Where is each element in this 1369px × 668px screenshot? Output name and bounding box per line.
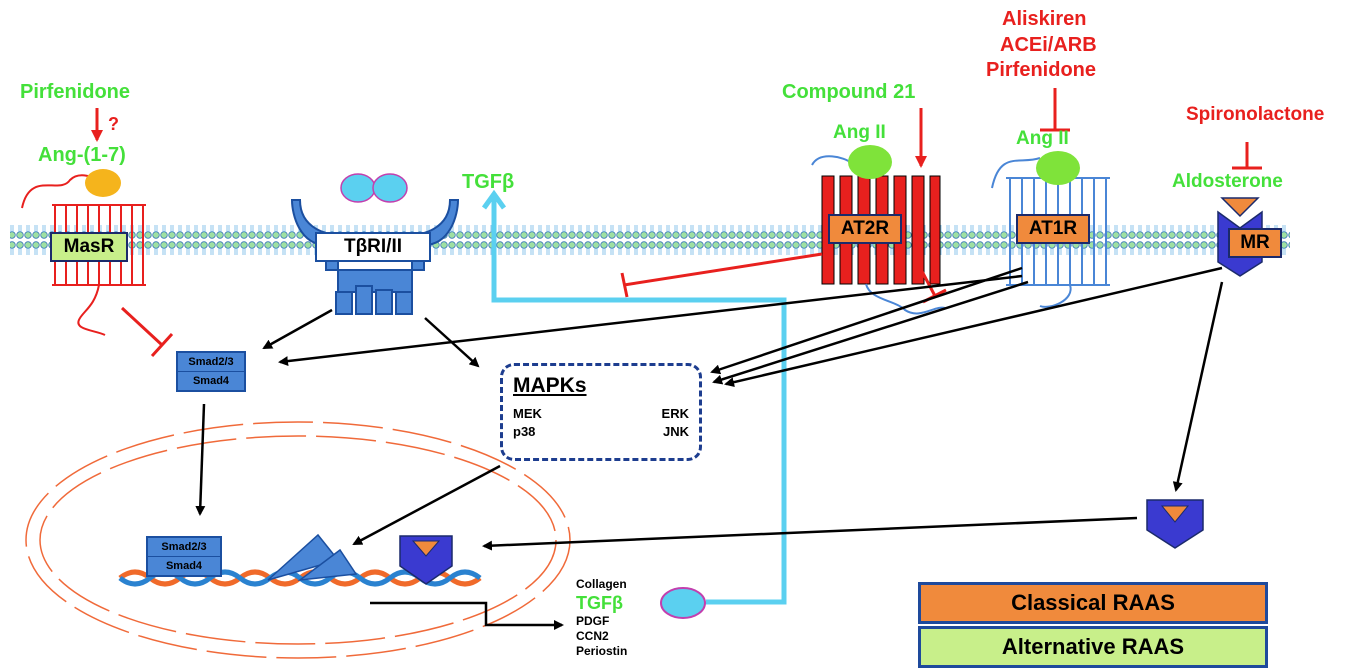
drug-pirfenidone-right: Pirfenidone (986, 60, 1096, 81)
angII-ligand-at1r (1036, 151, 1080, 185)
receptor-at1r-label: AT1R (1016, 214, 1090, 244)
receptor-mr-label: MR (1228, 228, 1282, 258)
gene-collagen: Collagen (576, 577, 627, 592)
legend-classical-raas: Classical RAAS (918, 582, 1268, 624)
ligand-aldosterone: Aldosterone (1172, 172, 1283, 192)
mapk-erk: ERK (662, 406, 689, 421)
smad23-label: Smad2/3 (178, 353, 244, 372)
masr-inhibits-smad (122, 308, 162, 345)
cell-membrane (10, 225, 1290, 255)
mr-translocated (1147, 500, 1203, 548)
ligand-ang17: Ang-(1-7) (38, 145, 126, 166)
ligand-angII-at1r: Ang II (1016, 129, 1069, 149)
smad23-nucleus-label: Smad2/3 (148, 538, 220, 557)
gene-periostin: Periostin (576, 644, 627, 659)
mapks-title: MAPKs (513, 374, 587, 398)
question-mark: ? (108, 115, 119, 134)
mapk-mek: MEK (513, 406, 542, 421)
drug-aliskiren: Aliskiren (1002, 9, 1086, 30)
at2r-inhibits-tgfb (624, 254, 822, 285)
mapk-jnk: JNK (663, 424, 689, 439)
legend-alternative-raas: Alternative RAAS (918, 626, 1268, 668)
angII-ligand-at2r (848, 145, 892, 179)
gene-ccn2: CCN2 (576, 629, 627, 644)
ligand-tgfb: TGFβ (462, 172, 514, 193)
transcription-factor (268, 535, 356, 580)
gene-tgfb: TGFβ (576, 592, 627, 614)
ligand-angII-at2r: Ang II (833, 123, 886, 143)
nucleus (26, 422, 570, 658)
drug-pirfenidone-left: Pirfenidone (20, 82, 130, 103)
smad-complex-cytoplasm: Smad2/3 Smad4 (176, 351, 246, 392)
smad4-nucleus-label: Smad4 (148, 557, 220, 575)
tgfb-secreted-icon (661, 588, 705, 618)
drug-acei-arb: ACEi/ARB (1000, 35, 1097, 56)
receptor-tbr-label: TβRI/II (315, 232, 431, 262)
smad-complex-nucleus: Smad2/3 Smad4 (146, 536, 222, 577)
mapks-box: MAPKs MEK ERK p38 JNK (500, 363, 702, 461)
receptor-masr-label: MasR (50, 232, 128, 262)
drug-compound21: Compound 21 (782, 82, 915, 103)
drug-spironolactone: Spironolactone (1186, 105, 1324, 125)
gene-pdgf: PDGF (576, 614, 627, 629)
ang17-ligand (85, 169, 121, 197)
target-genes: Collagen TGFβ PDGF CCN2 Periostin (576, 577, 627, 659)
smad4-label: Smad4 (178, 372, 244, 390)
receptor-at2r-label: AT2R (828, 214, 902, 244)
mapk-p38: p38 (513, 424, 535, 439)
